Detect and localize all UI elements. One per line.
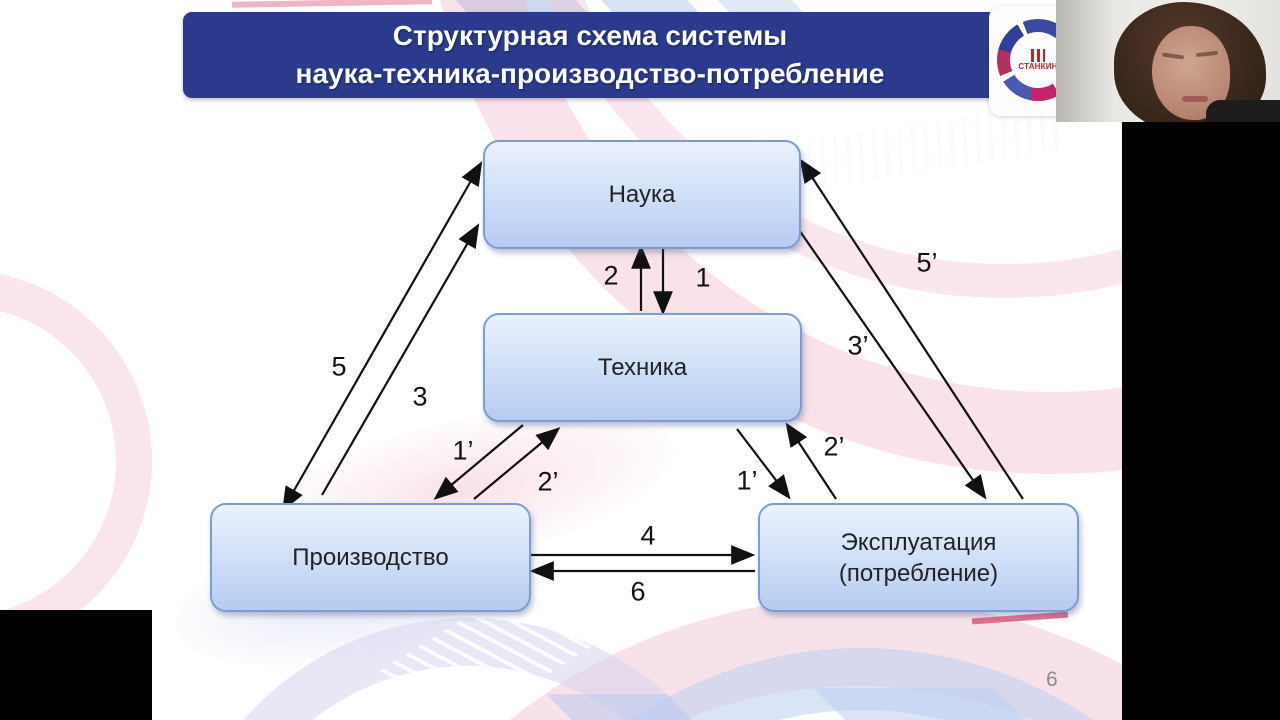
arrow-operation-to-science <box>799 158 1024 500</box>
node-operation: Эксплуатация (потребление) <box>758 503 1079 612</box>
node-operation-label-line2: (потребление) <box>838 559 999 587</box>
letterbox-bottom-left <box>0 610 152 720</box>
edge-label-3p: 3’ <box>847 330 869 361</box>
edge-label-1p-left: 1’ <box>452 435 474 466</box>
edge-label-5: 5 <box>331 351 347 382</box>
presenter-webcam <box>1056 0 1280 122</box>
slide-title-line2: наука-техника-производство-потребление <box>295 58 885 89</box>
slide-page-number: 6 <box>1046 668 1058 691</box>
edge-label-2p-left: 2’ <box>537 466 559 497</box>
arrow-science-to-operation <box>796 226 987 500</box>
node-production: Производство <box>210 503 531 612</box>
presenter-shoulder <box>1206 100 1280 122</box>
arrow-technology-to-production <box>433 424 524 500</box>
slide-title-bar: Структурная схема системы наука-техника-… <box>183 12 997 98</box>
node-technology: Техника <box>483 313 802 422</box>
edge-label-4: 4 <box>640 520 656 551</box>
node-science-label: Наука <box>608 180 676 208</box>
node-technology-label: Техника <box>597 353 688 381</box>
arrow-operation-to-technology <box>785 422 837 500</box>
university-logo-building-icon <box>1031 49 1045 62</box>
edge-label-3: 3 <box>412 381 428 412</box>
edge-label-1: 1 <box>695 262 711 293</box>
edge-label-2p-right: 2’ <box>823 431 845 462</box>
edge-label-5p: 5’ <box>916 247 938 278</box>
node-science: Наука <box>483 140 801 249</box>
arrow-technology-to-operation <box>736 428 791 500</box>
node-operation-label-line1: Эксплуатация <box>840 528 997 556</box>
edge-label-2: 2 <box>603 260 619 291</box>
edge-label-6: 6 <box>630 576 646 607</box>
university-logo-text: СТАНКИН <box>1018 62 1058 71</box>
edge-label-1p-right: 1’ <box>736 465 758 496</box>
letterbox-right <box>1122 122 1280 720</box>
presenter-mouth <box>1182 96 1208 102</box>
slide-title-line1: Структурная схема системы <box>392 20 788 51</box>
node-production-label: Производство <box>292 543 449 571</box>
